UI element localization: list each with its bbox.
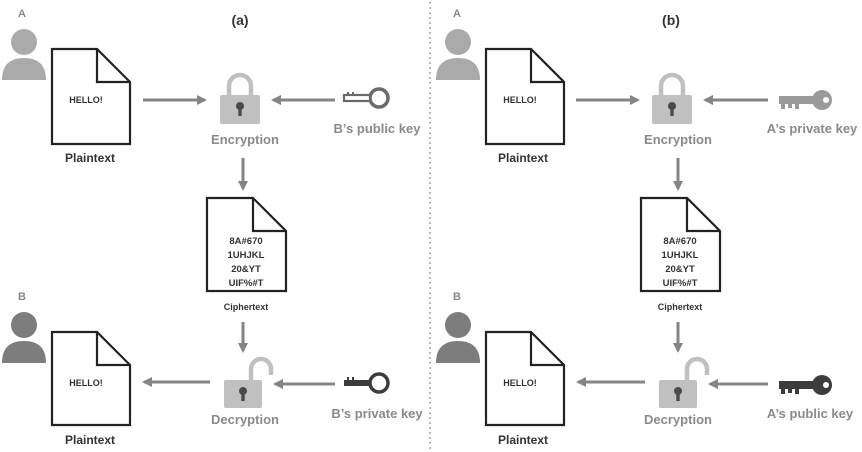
encryption-label: Encryption xyxy=(211,132,279,147)
decryption-key-label: A’s public key xyxy=(767,406,854,421)
cipher-line: 1UHJKL xyxy=(228,250,265,261)
receiver-label: B xyxy=(453,291,461,303)
receiver-person-icon xyxy=(2,312,46,363)
document-text: HELLO! xyxy=(503,95,537,105)
lock-open-icon xyxy=(224,356,274,408)
plaintext-document-icon xyxy=(50,47,132,146)
key-solid-icon xyxy=(779,90,832,110)
encryption-key-label: B’s public key xyxy=(334,121,422,136)
plaintext-label: Plaintext xyxy=(498,433,548,447)
encryption-key-label: A’s private key xyxy=(767,121,858,136)
panel-caption: (b) xyxy=(662,12,680,28)
panel-caption: (a) xyxy=(231,12,248,28)
cipher-line: 20&YT xyxy=(231,264,261,275)
document-text: HELLO! xyxy=(69,378,103,388)
plaintext-document-icon xyxy=(50,330,132,427)
plaintext-document-icon xyxy=(484,47,566,146)
ciphertext-document-icon xyxy=(205,196,288,293)
key-outline-icon xyxy=(342,87,390,109)
sender-person-icon xyxy=(2,29,46,80)
panel-a: (a) A HELLO! Plaintext Encryption xyxy=(2,8,423,447)
panel-b: (b) A HELLO! Plaintext Encryption xyxy=(436,8,858,447)
sender-label: A xyxy=(18,8,26,20)
sender-label: A xyxy=(453,8,461,20)
plaintext-label: Plaintext xyxy=(498,151,548,165)
lock-open-icon xyxy=(659,356,710,408)
cipher-line: 20&YT xyxy=(665,264,695,275)
decryption-key-label: B’s private key xyxy=(331,406,423,421)
document-text: HELLO! xyxy=(503,378,537,388)
key-solid-icon xyxy=(779,375,832,395)
cipher-line: 1UHJKL xyxy=(662,250,699,261)
lock-closed-icon xyxy=(652,72,692,124)
sender-person-icon xyxy=(436,29,480,80)
document-text: HELLO! xyxy=(69,95,103,105)
ciphertext-document-icon xyxy=(639,196,722,293)
ciphertext-label: Ciphertext xyxy=(224,302,269,312)
plaintext-label: Plaintext xyxy=(65,433,115,447)
encryption-label: Encryption xyxy=(644,132,712,147)
decryption-label: Decryption xyxy=(211,412,279,427)
cipher-line: 8A#670 xyxy=(229,236,262,247)
receiver-person-icon xyxy=(436,312,480,363)
key-outline-icon xyxy=(344,372,390,394)
cipher-line: UIF%#T xyxy=(229,278,264,289)
decryption-label: Decryption xyxy=(644,412,712,427)
cipher-line: 8A#670 xyxy=(663,236,696,247)
plaintext-label: Plaintext xyxy=(65,151,115,165)
lock-closed-icon xyxy=(220,72,260,124)
ciphertext-label: Ciphertext xyxy=(658,302,703,312)
cipher-line: UIF%#T xyxy=(663,278,698,289)
receiver-label: B xyxy=(18,291,26,303)
plaintext-document-icon xyxy=(484,330,566,427)
